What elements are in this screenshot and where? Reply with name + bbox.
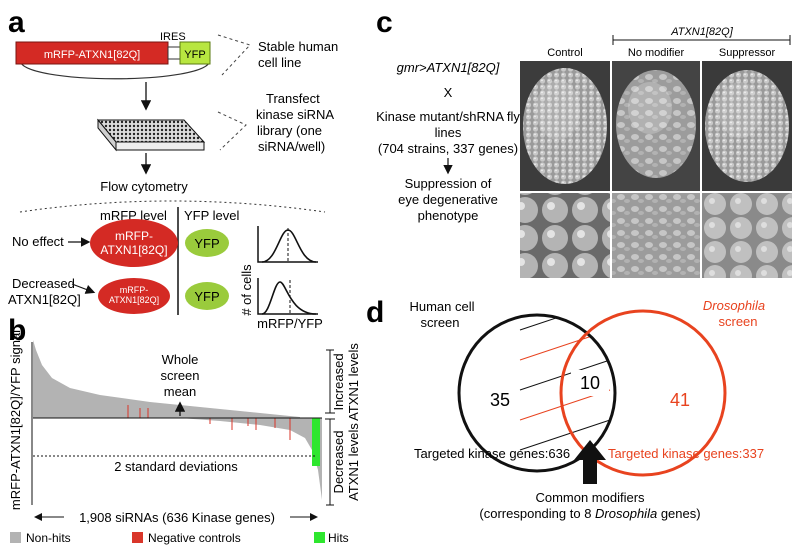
legend-swatch-hits — [314, 532, 325, 543]
transfect-text-4: siRNA/well) — [258, 139, 325, 154]
panel-b-label: b — [8, 314, 26, 347]
common-modifiers-arrow — [574, 440, 606, 484]
eye-image-suppressor — [702, 61, 792, 191]
siRNA-axis-label: 1,908 siRNAs (636 Kinase genes) — [79, 510, 275, 525]
decreased-signal-area — [180, 418, 322, 500]
increase-decrease-bracket — [325, 349, 335, 506]
fly-lines-text-2: lines — [435, 125, 462, 140]
large-mrfp-cell — [90, 219, 178, 267]
eye-closeup-suppressor — [702, 193, 792, 278]
column-suppressor-label: Suppressor — [719, 47, 776, 59]
transfect-text-3: library (one — [257, 123, 322, 138]
large-cell-text-1: mRFP- — [115, 229, 153, 243]
negative-control-lines — [127, 405, 291, 440]
stable-line-text-1: Stable human — [258, 39, 338, 54]
eye-image-no-modifier — [612, 61, 700, 191]
histogram-ylabel: # of cells — [239, 264, 254, 316]
yfp-cell-2 — [185, 282, 229, 310]
transfect-text-2: kinase siRNA — [256, 107, 334, 122]
drosophila-screen-label-2: screen — [718, 314, 757, 329]
eye-closeup-no-modifier — [612, 193, 700, 278]
hits-region — [312, 418, 320, 466]
fly-lines-text-3: (704 strains, 337 genes) — [378, 141, 518, 156]
yfp-segment-label: YFP — [184, 49, 205, 61]
yfp-cell-1-text: YFP — [194, 236, 219, 251]
legend-label-negative-controls: Negative controls — [148, 531, 241, 545]
genotype-label: gmr>ATXN1[82Q] — [397, 60, 500, 75]
plasmid-construct: mRFP-ATXN1[82Q] IRES YFP — [15, 31, 211, 80]
transfect-text-1: Transfect — [266, 91, 320, 106]
no-effect-label: No effect — [12, 234, 64, 249]
cross-symbol: X — [444, 85, 453, 100]
panel-b-ylabel: mRFP-ATXN1[82Q]/YFP signal — [8, 330, 23, 510]
flow-cytometry-label: Flow cytometry — [100, 179, 188, 194]
suppression-text-3: phenotype — [418, 208, 479, 223]
common-sub-italic: Drosophila — [595, 506, 657, 521]
decreased-label-2: ATXN1[82Q] — [8, 292, 81, 307]
human-targets-label: Targeted kinase genes:636 — [414, 446, 570, 461]
panel-c-label: c — [376, 6, 393, 39]
legend-swatch-nonhits — [10, 532, 21, 543]
mean-label-1: Whole — [162, 352, 199, 367]
siRNA-plate-icon — [96, 118, 206, 152]
decreased-label-1: Decreased — [331, 431, 346, 494]
increased-signal-area — [33, 340, 300, 418]
decreased-arrow — [71, 283, 96, 294]
human-screen-label-1: Human cell — [409, 299, 474, 314]
common-sub-post: genes) — [657, 506, 700, 521]
histogram-no-effect — [257, 226, 318, 263]
drosophila-screen-circle — [559, 309, 727, 477]
overlap-count: 10 — [580, 373, 600, 393]
common-sub-pre: (corresponding to 8 — [479, 506, 595, 521]
flow-dashed-arc — [19, 200, 326, 213]
common-modifiers-subtitle: (corresponding to 8 Drosophila genes) — [479, 506, 700, 521]
stable-line-text-2: cell line — [258, 55, 301, 70]
human-only-count: 35 — [490, 390, 510, 410]
histogram-decreased — [257, 278, 318, 315]
drosophila-only-count: 41 — [670, 390, 690, 410]
column-no-modifier-label: No modifier — [628, 47, 685, 59]
siRNA-label-bg — [64, 508, 290, 526]
yfp-level-label: YFP level — [184, 208, 240, 223]
eye-image-control — [520, 61, 610, 191]
human-screen-label-2: screen — [420, 315, 459, 330]
mrfp-atxn1-segment-label: mRFP-ATXN1[82Q] — [44, 49, 140, 61]
small-cell-text-1: mRFP- — [120, 285, 149, 295]
column-control-label: Control — [547, 47, 582, 59]
histogram-xlabel: mRFP/YFP — [257, 316, 323, 331]
yfp-cell-2-text: YFP — [194, 289, 219, 304]
legend-swatch-negative-controls — [132, 532, 143, 543]
atxn1-group-label: ATXN1[82Q] — [670, 26, 733, 38]
increased-label-1: Increased — [331, 353, 346, 410]
suppression-text-2: eye degenerative — [398, 192, 498, 207]
overlap-count-bg — [571, 370, 609, 396]
legend-label-hits: Hits — [328, 531, 349, 545]
drosophila-targets-label: Targeted kinase genes:337 — [608, 446, 764, 461]
small-mrfp-cell — [98, 278, 170, 314]
mean-label-3: mean — [164, 384, 197, 399]
decreased-label-2: ATXN1 levels — [346, 423, 361, 501]
fly-lines-text-1: Kinase mutant/shRNA fly — [376, 109, 520, 124]
panel-a-label: a — [8, 6, 25, 39]
small-cell-text-2: ATXN1[82Q] — [109, 295, 159, 305]
human-screen-circle — [457, 313, 617, 473]
drosophila-screen-label-1: Drosophila — [703, 298, 765, 313]
large-cell-text-2: ATXN1[82Q] — [100, 243, 167, 257]
mean-label-2: screen — [160, 368, 199, 383]
decreased-label-1: Decreased — [12, 276, 75, 291]
increased-label-2: ATXN1 levels — [346, 343, 361, 421]
yfp-cell-1 — [185, 229, 229, 257]
ires-label: IRES — [160, 31, 186, 43]
construct-callout-dashes — [217, 34, 251, 76]
plate-callout-dashes — [217, 111, 247, 151]
panel-d-label: d — [366, 296, 384, 329]
legend-label-nonhits: Non-hits — [26, 531, 71, 545]
suppression-text-1: Suppression of — [405, 176, 492, 191]
two-sd-label: 2 standard deviations — [114, 459, 238, 474]
eye-closeup-control — [520, 193, 610, 278]
common-modifiers-label: Common modifiers — [535, 490, 645, 505]
mrfp-level-label: mRFP level — [100, 208, 167, 223]
